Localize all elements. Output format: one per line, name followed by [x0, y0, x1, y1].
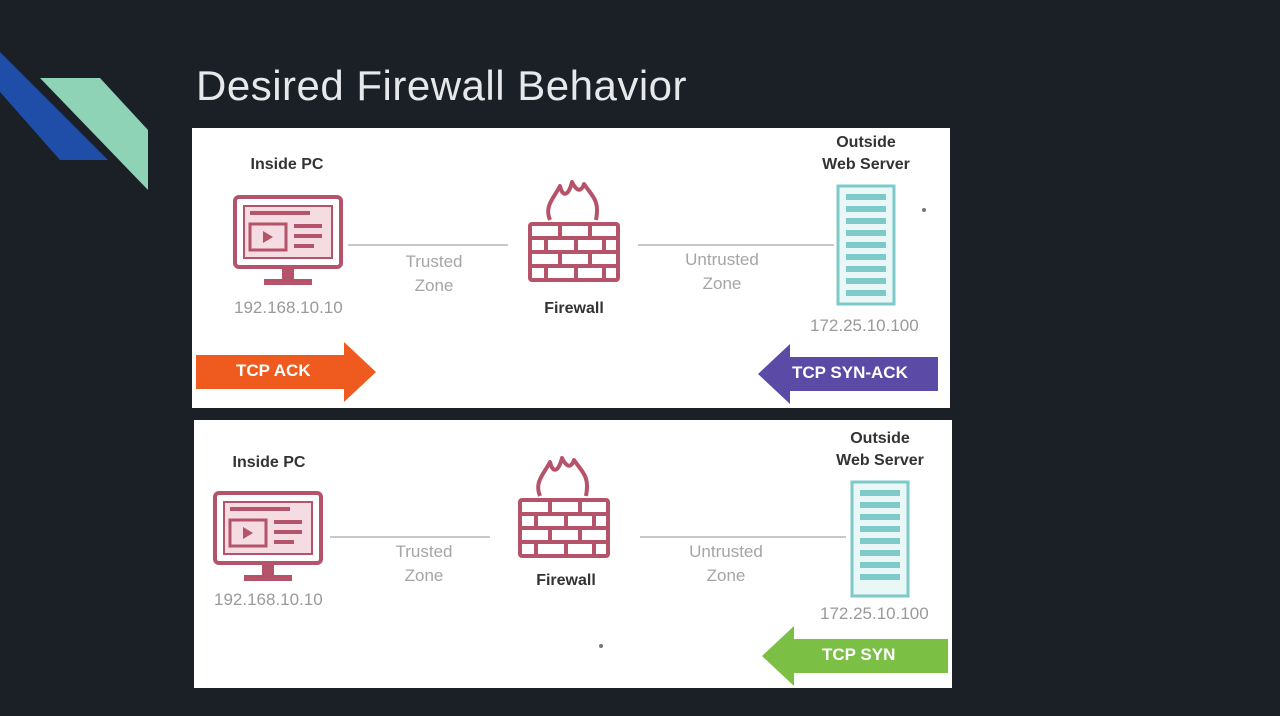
- inside-pc-ip: 192.168.10.10: [234, 298, 343, 317]
- diagram-panel-bottom: Inside PC 192.168.10.10 Trusted Zone: [194, 420, 952, 688]
- inside-pc-label: Inside PC: [250, 156, 324, 173]
- trusted-zone-label: Trusted Zone: [384, 250, 484, 298]
- untrusted-link: [640, 536, 846, 538]
- outside-label-line2: Web Server: [836, 452, 924, 469]
- trusted-zone-line1: Trusted: [395, 542, 453, 561]
- slide-title: Desired Firewall Behavior: [196, 62, 688, 109]
- untrusted-zone-label: Untrusted Zone: [662, 248, 782, 296]
- outside-server-ip: 172.25.10.100: [810, 316, 919, 335]
- untrusted-link: [638, 244, 834, 246]
- outside-server-label: Outside Web Server: [812, 428, 948, 472]
- stray-dot: [599, 644, 603, 648]
- firewall-icon: [528, 180, 620, 282]
- untrusted-zone-label: Untrusted Zone: [666, 540, 786, 588]
- untrusted-zone-line2: Zone: [702, 274, 742, 293]
- untrusted-zone-line2: Zone: [706, 566, 746, 585]
- firewall-label: Firewall: [536, 572, 596, 589]
- diagram-panel-top: Inside PC 192.168.10.10 Trusted Zone: [192, 128, 950, 408]
- stray-dot: [922, 208, 926, 212]
- firewall-label: Firewall: [544, 300, 604, 317]
- outside-label-line1: Outside: [836, 134, 896, 151]
- tcp-synack-label: TCP SYN-ACK: [792, 363, 908, 382]
- inside-pc-label: Inside PC: [232, 454, 306, 471]
- computer-icon: [233, 195, 343, 285]
- trusted-zone-line2: Zone: [404, 566, 444, 585]
- untrusted-zone-line1: Untrusted: [689, 542, 763, 561]
- arrow-right-icon: [196, 342, 376, 402]
- outside-label-line2: Web Server: [822, 156, 910, 173]
- trusted-zone-label: Trusted Zone: [374, 540, 474, 588]
- server-icon: [836, 184, 896, 306]
- trusted-zone-line1: Trusted: [405, 252, 463, 271]
- trusted-zone-line2: Zone: [414, 276, 454, 295]
- inside-pc-ip: 192.168.10.10: [214, 590, 323, 609]
- firewall-icon: [518, 456, 610, 558]
- tcp-syn-arrow: TCP SYN: [762, 626, 948, 686]
- teal-stripe: [40, 78, 148, 190]
- tcp-ack-arrow: TCP ACK: [196, 342, 376, 402]
- arrow-left-icon: [762, 626, 948, 686]
- corner-decoration: [0, 52, 148, 190]
- blue-stripe: [0, 52, 108, 160]
- outside-label-line1: Outside: [850, 430, 910, 447]
- outside-server-ip: 172.25.10.100: [820, 604, 929, 623]
- tcp-syn-label: TCP SYN: [822, 645, 896, 664]
- untrusted-zone-line1: Untrusted: [685, 250, 759, 269]
- tcp-ack-label: TCP ACK: [236, 361, 311, 380]
- computer-icon: [213, 491, 323, 581]
- trusted-link: [348, 244, 508, 246]
- tcp-synack-arrow: TCP SYN-ACK: [758, 344, 938, 404]
- trusted-link: [330, 536, 490, 538]
- arrow-left-icon: [758, 344, 938, 404]
- outside-server-label: Outside Web Server: [798, 132, 934, 176]
- server-icon: [850, 480, 910, 598]
